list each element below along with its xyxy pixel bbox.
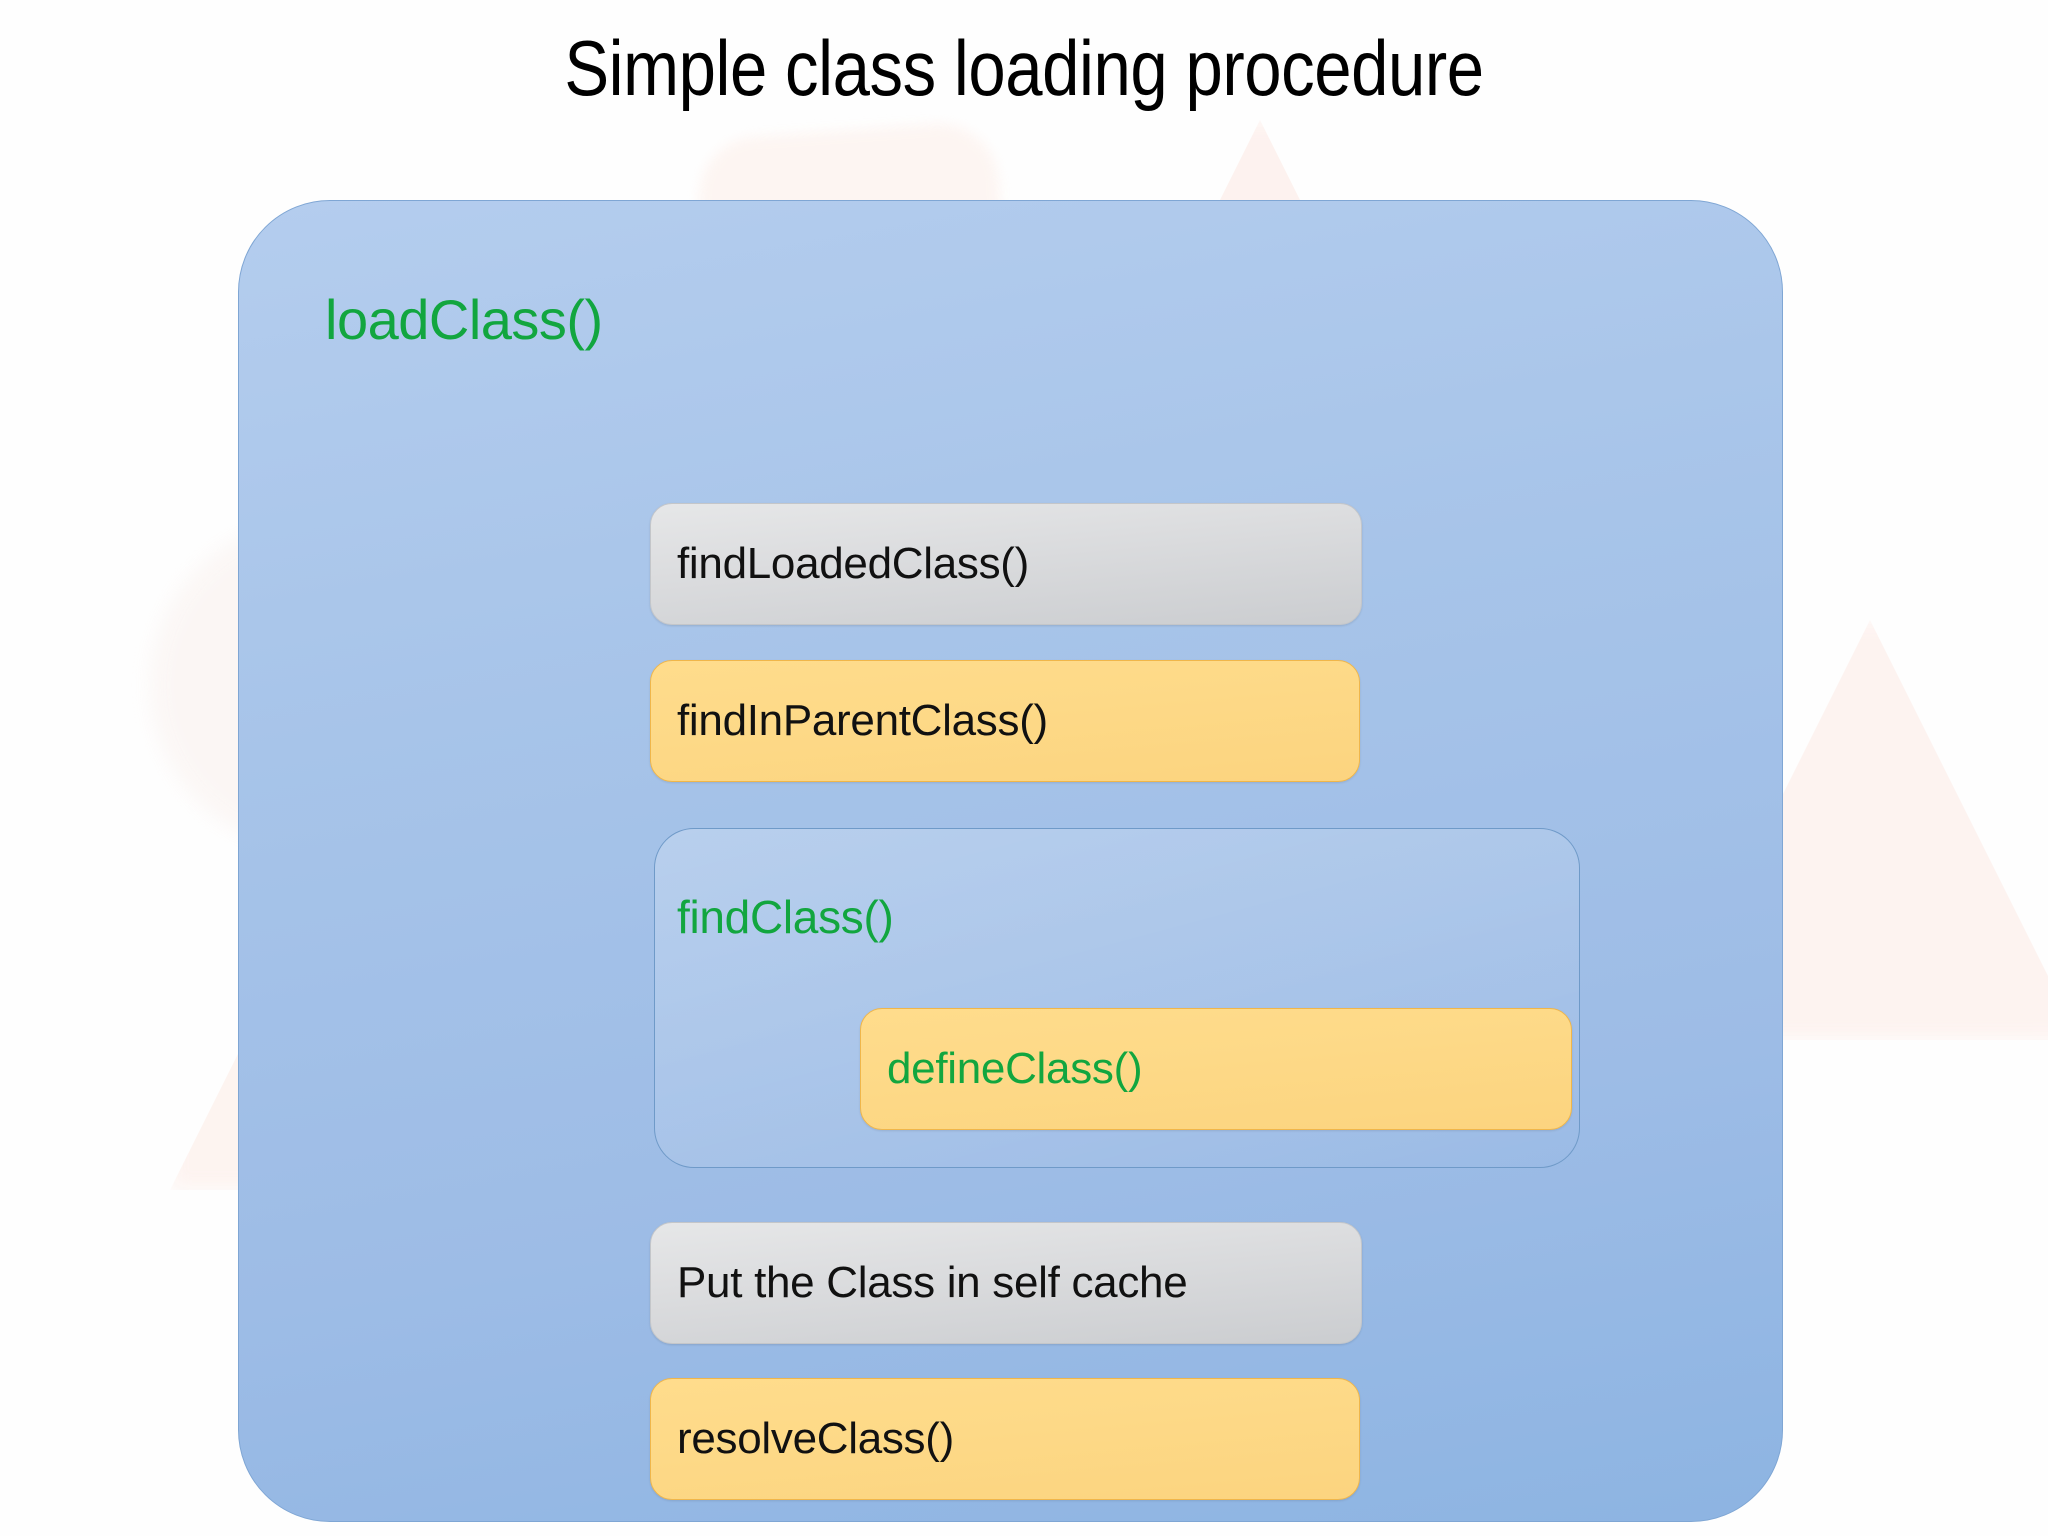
page-title: Simple class loading procedure [564,24,1484,112]
step-put-class-in-self-cache: Put the Class in self cache [650,1222,1362,1344]
step-define-class: defineClass() [860,1008,1572,1130]
load-class-label: loadClass() [325,288,603,351]
step-find-in-parent-class: findInParentClass() [650,660,1360,782]
step-resolve-class: resolveClass() [650,1378,1360,1500]
step-find-loaded-class: findLoadedClass() [650,503,1362,625]
find-class-label: findClass() [677,891,894,943]
